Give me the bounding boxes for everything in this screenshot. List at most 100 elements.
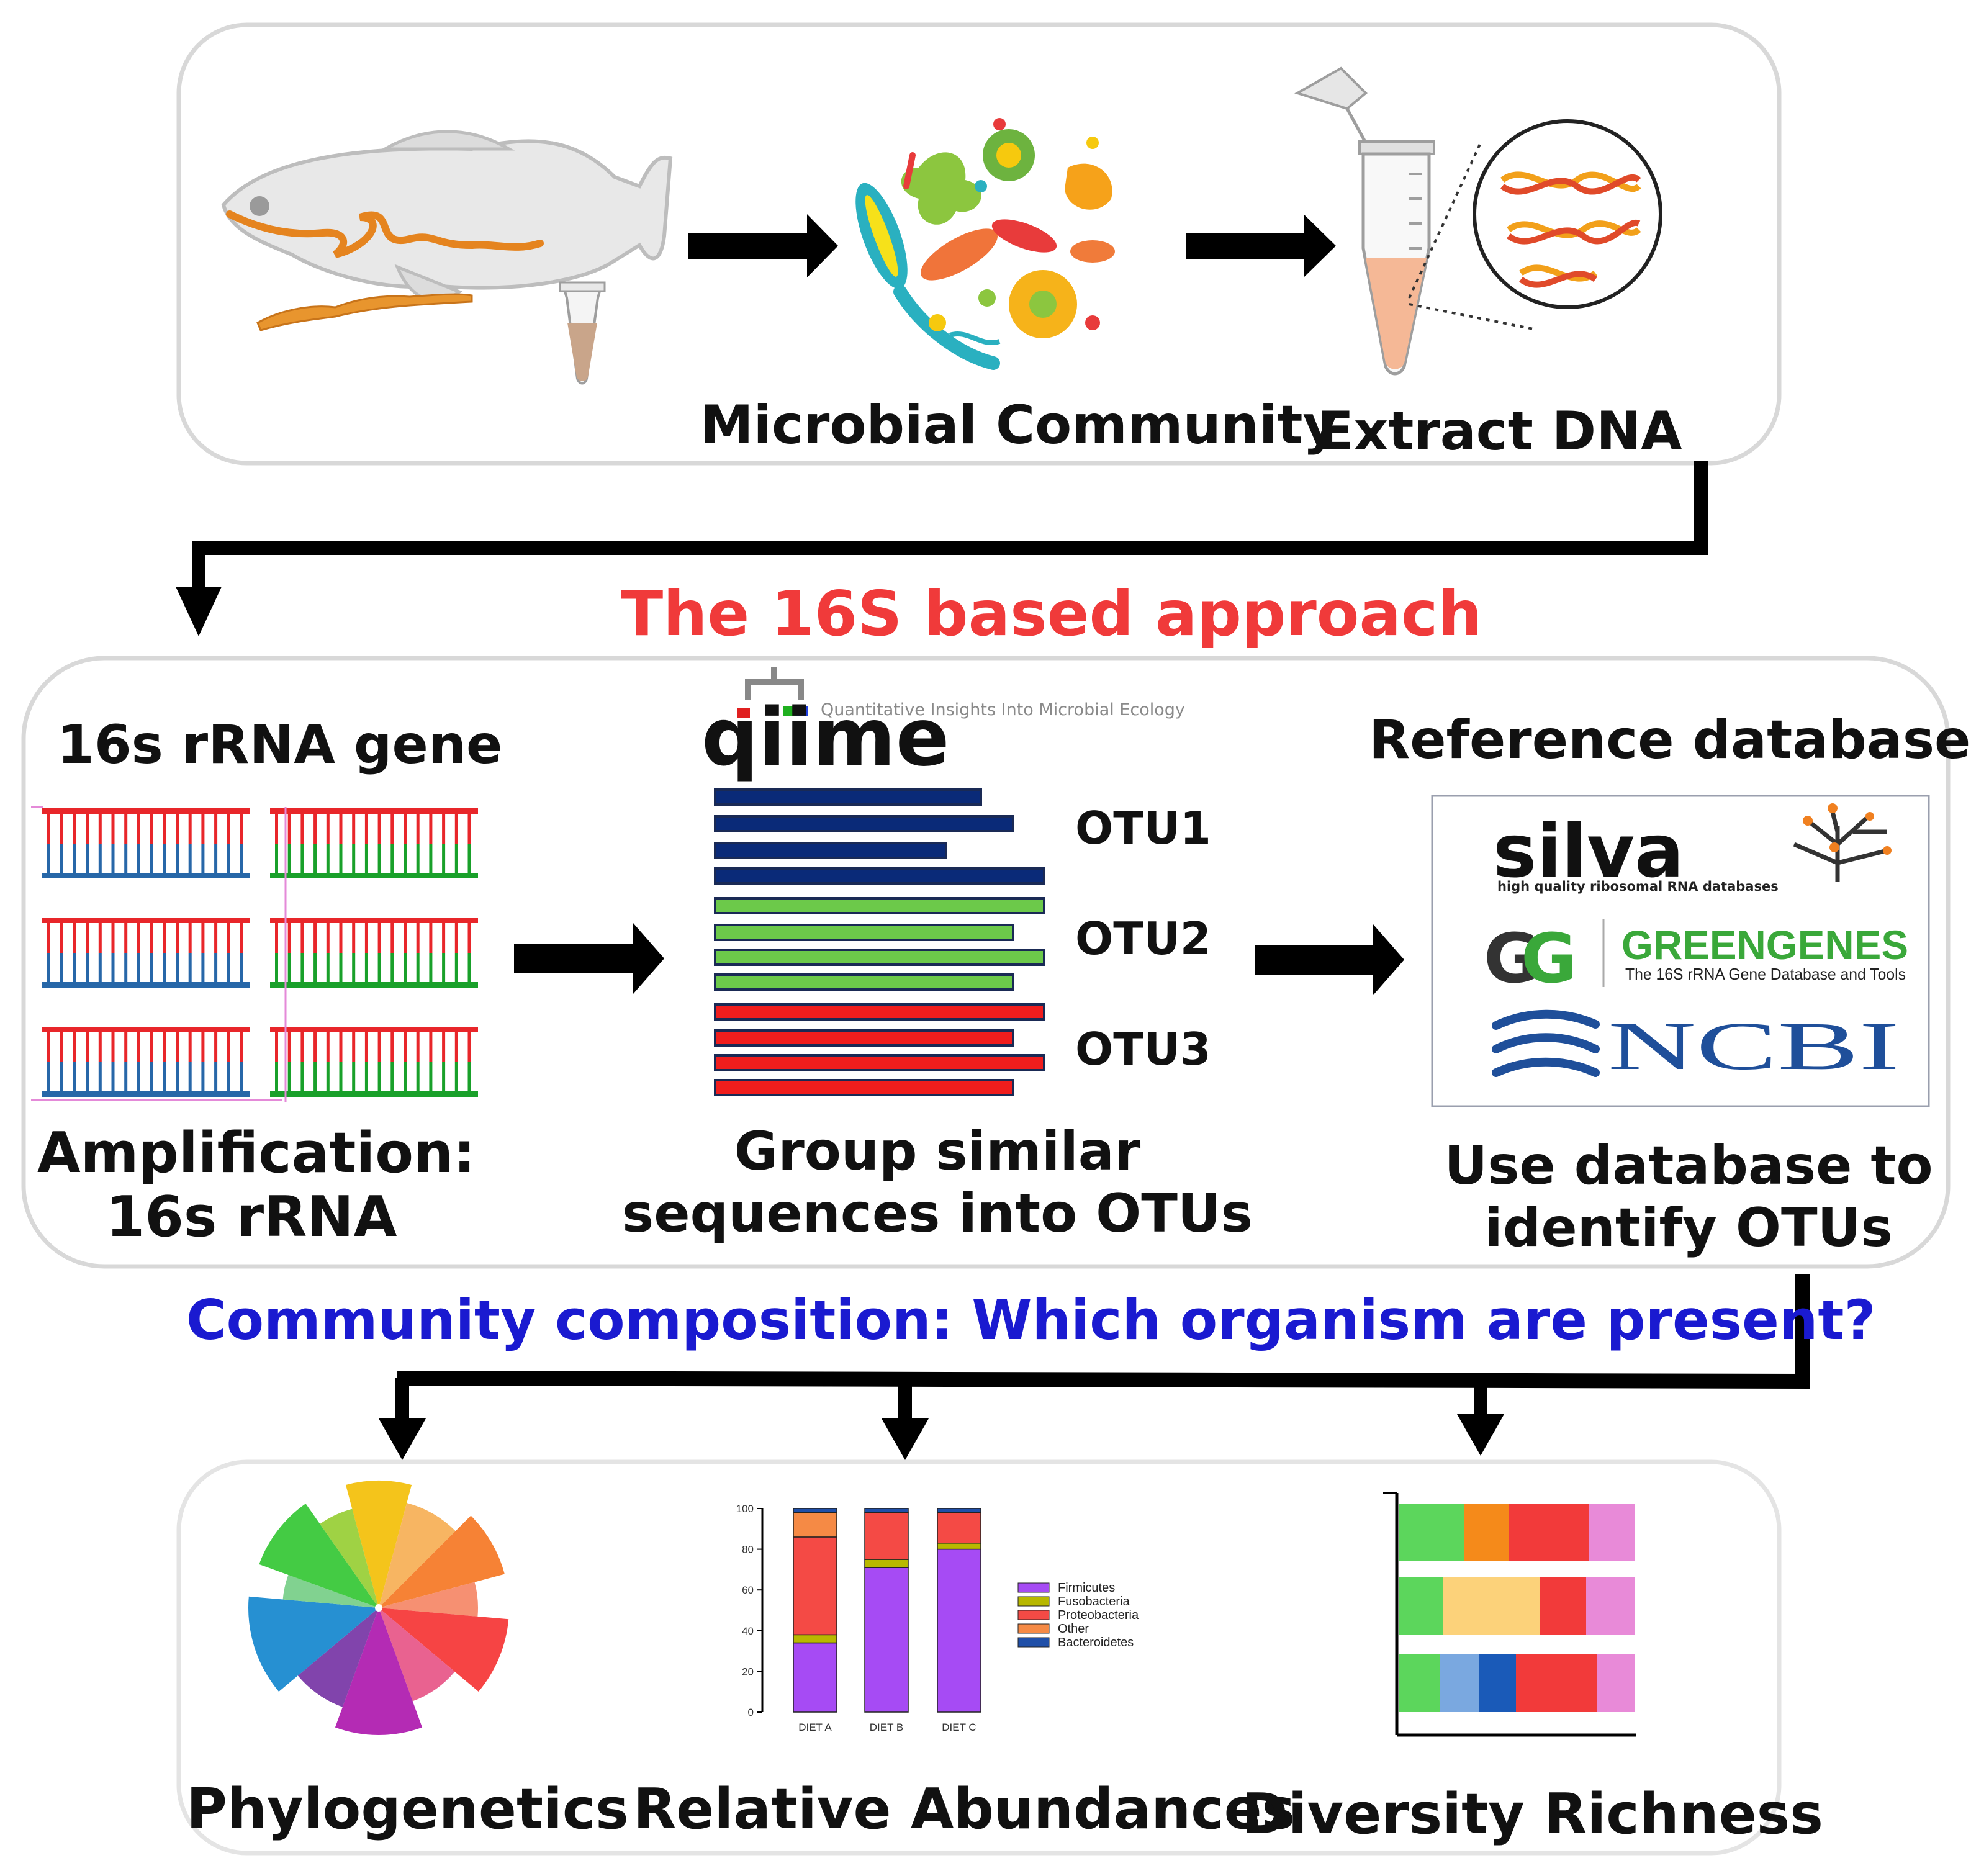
phylo-wedge — [345, 1481, 412, 1608]
ncbi-logo: NCBI — [1492, 1008, 1900, 1084]
qiime-wordmark: qiime — [701, 692, 950, 784]
amplicon-ladder — [42, 918, 250, 988]
abundance-bar-segment — [793, 1642, 837, 1713]
arrow-otus-to-databases — [1255, 924, 1404, 995]
phylo-wedge — [320, 1508, 379, 1608]
silva-tagline: high quality ribosomal RNA databases — [1497, 879, 1779, 894]
group-label-line2: sequences into OTUs — [622, 1183, 1253, 1245]
otu3-label: OTU3 — [1075, 1023, 1211, 1075]
group-label-line1: Group similar — [734, 1121, 1141, 1183]
eppendorf-tube-icon — [1294, 66, 1435, 376]
abundance-bar-segment — [864, 1567, 909, 1713]
legend-swatch — [1017, 1637, 1050, 1648]
otu-sequence-bar — [714, 842, 947, 859]
legend-swatch — [1017, 1582, 1050, 1593]
otu-sequence-bar — [714, 788, 982, 806]
y-tick-label: 0 — [748, 1707, 754, 1718]
otu-sequence-bar — [714, 1079, 1014, 1096]
abundance-bar-segment — [793, 1536, 837, 1636]
diversity-segment — [1479, 1654, 1516, 1712]
legend-label: Firmicutes — [1058, 1581, 1115, 1595]
extract-dna-label: Extract DNA — [1317, 400, 1682, 462]
y-tick-label: 40 — [742, 1625, 754, 1637]
legend-swatch — [1017, 1610, 1050, 1620]
phylo-wedge — [297, 1608, 379, 1707]
y-tick-label: 80 — [742, 1544, 754, 1556]
diversity-segment — [1399, 1577, 1443, 1635]
greengenes-gg-icon-second: G — [1521, 919, 1577, 998]
abundance-bar-segment — [793, 1508, 837, 1513]
arrow-microbes-to-dna — [1186, 214, 1336, 277]
greengenes-tagline: The 16S rRNA Gene Database and Tools — [1625, 965, 1906, 983]
phylogenetics-wheel — [248, 1481, 509, 1735]
arrow-amplification-to-qiime — [514, 923, 664, 994]
otu2-label: OTU2 — [1075, 913, 1211, 965]
legend-label: Fusobacteria — [1058, 1595, 1130, 1608]
abundance-bar-segment — [937, 1543, 981, 1550]
x-tick-label: DIET C — [942, 1721, 976, 1733]
diversity-richness-chart — [1383, 1492, 1636, 1737]
silva-tree-icon — [1793, 806, 1888, 882]
phylo-wedge — [259, 1504, 379, 1608]
ncbi-helix-icon — [1492, 1009, 1600, 1077]
diversity-segment — [1443, 1577, 1540, 1635]
otu-sequence-bar — [714, 924, 1014, 941]
diversity-segment — [1540, 1577, 1586, 1635]
relative-abundances-label: Relative Abundances — [633, 1777, 1296, 1842]
diversity-segment — [1399, 1654, 1440, 1712]
greengenes-logo: G G GREENGENES The 16S rRNA Gene Databas… — [1484, 919, 1908, 998]
amplicon-ladder — [270, 808, 478, 878]
silva-logo: silva high quality ribosomal RNA databas… — [1493, 803, 1892, 894]
approach-title: The 16S based approach — [621, 577, 1482, 650]
amplicon-ladder — [42, 1027, 250, 1097]
amplification-label-line2: 16s rRNA — [106, 1184, 397, 1250]
composition-question: Community composition: Which organism ar… — [186, 1288, 1876, 1352]
phylo-wedge — [379, 1608, 455, 1702]
diversity-segment — [1509, 1504, 1589, 1561]
diversity-segment — [1586, 1577, 1635, 1635]
legend-swatch — [1017, 1596, 1050, 1607]
amplicon-ladder — [270, 918, 478, 988]
abundance-bar-segment — [793, 1512, 837, 1538]
amplicon-ladder — [270, 1027, 478, 1097]
legend-label: Bacteroidetes — [1058, 1636, 1134, 1649]
abundance-bar-segment — [793, 1634, 837, 1644]
diversity-segment — [1597, 1654, 1635, 1712]
phylo-wedge — [282, 1574, 379, 1608]
otu-sequence-bar — [714, 949, 1045, 966]
qiime-tagline: Quantitative Insights Into Microbial Eco… — [821, 700, 1185, 719]
phylo-wedge — [379, 1582, 478, 1617]
connector-top-to-middle — [176, 461, 1708, 636]
diversity-segment — [1516, 1654, 1597, 1712]
phylo-wedge — [335, 1608, 423, 1735]
use-db-label-line1: Use database to — [1444, 1135, 1933, 1197]
sample-tube-icon — [559, 281, 606, 385]
otu-sequence-bar — [714, 815, 1014, 832]
otu-sequence-bar — [714, 1029, 1014, 1047]
otu-sequence-bar — [714, 1003, 1045, 1021]
dna-magnifier-icon — [1408, 119, 1662, 330]
otu-sequence-bar — [714, 897, 1045, 914]
x-tick-label: DIET A — [798, 1721, 832, 1733]
ncbi-wordmark: NCBI — [1608, 1008, 1900, 1084]
connector-middle-to-bottom — [379, 1274, 1810, 1460]
y-tick-label: 20 — [742, 1666, 754, 1677]
microbial-community-illustration — [847, 106, 1115, 372]
otu-sequence-bar — [714, 867, 1045, 885]
diversity-segment — [1399, 1504, 1464, 1561]
x-tick-label: DIET B — [870, 1721, 903, 1733]
microbial-community-label: Microbial Community — [700, 394, 1338, 456]
diversity-segment — [1589, 1504, 1635, 1561]
abundance-bar-segment — [937, 1508, 981, 1513]
silva-wordmark: silva — [1493, 808, 1684, 894]
legend-swatch — [1017, 1623, 1050, 1634]
y-tick-label: 60 — [742, 1584, 754, 1596]
abundance-bar-segment — [864, 1508, 909, 1513]
legend-label: Other — [1058, 1622, 1089, 1636]
abundance-bar-segment — [937, 1512, 981, 1544]
greengenes-gg-icon: G — [1484, 919, 1540, 998]
amplicon-ladders — [42, 808, 478, 1097]
amplicon-ladder — [42, 808, 250, 878]
